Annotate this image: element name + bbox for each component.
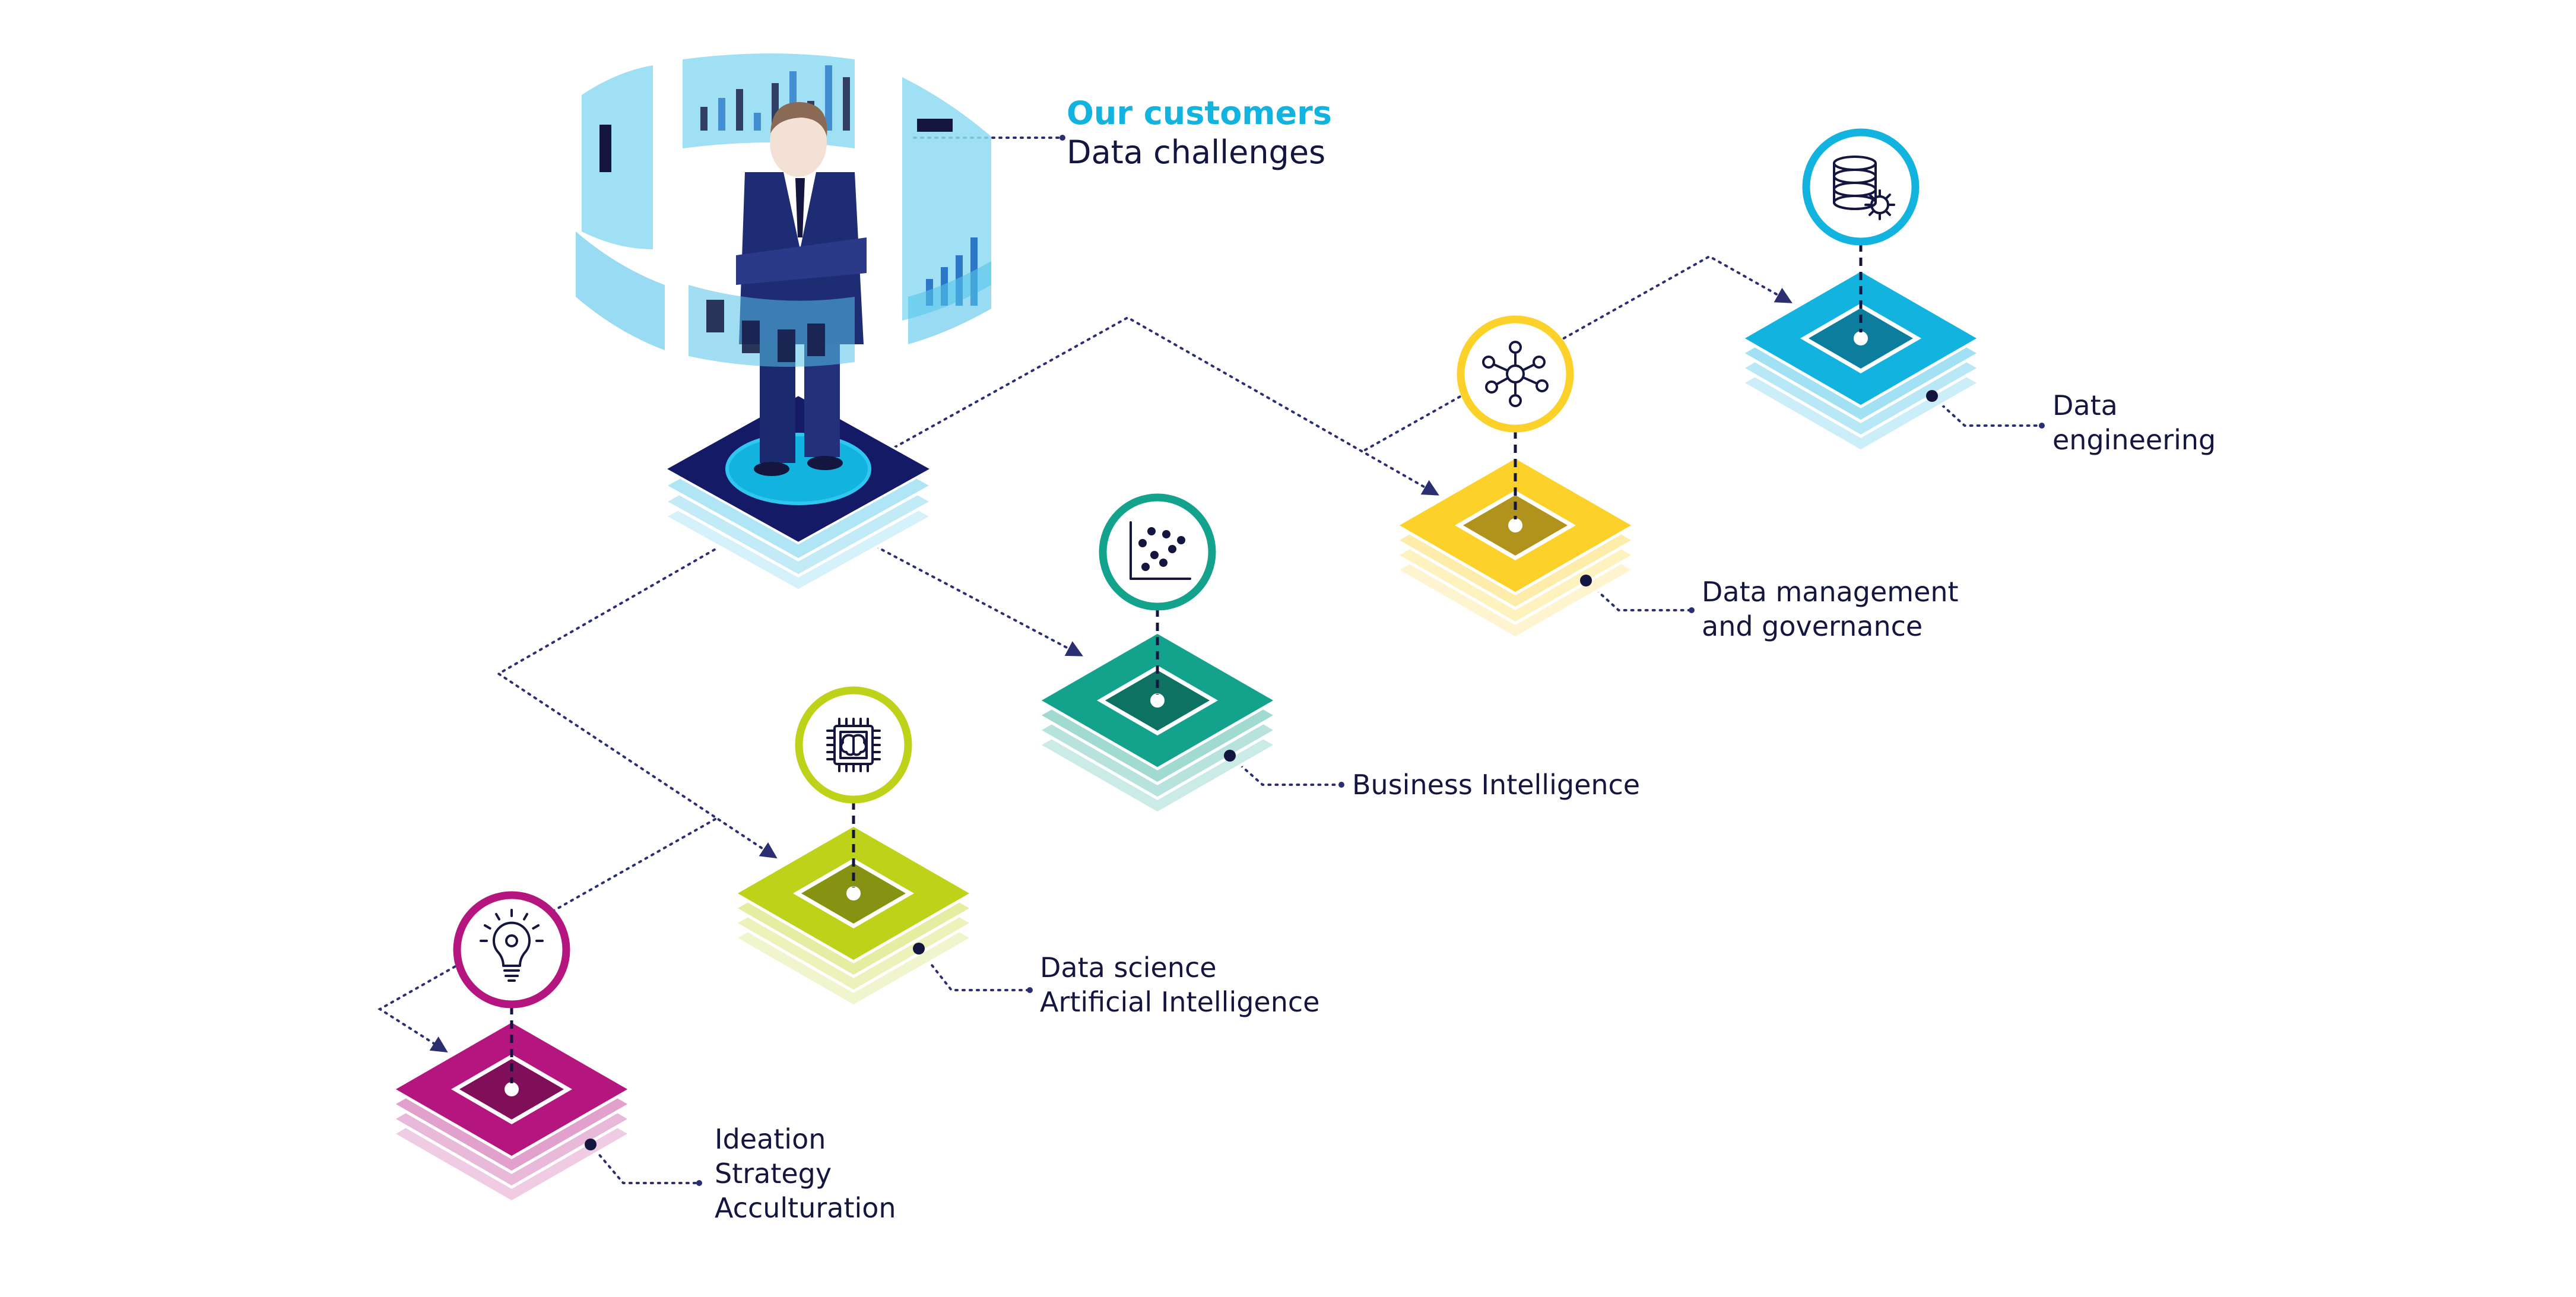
connector-to-ideation	[377, 818, 716, 1053]
man-hair	[770, 102, 827, 137]
label-line: Data	[2052, 389, 2118, 421]
header-subtitle: Data challenges	[1067, 134, 1326, 171]
label-line: and governance	[1702, 610, 1923, 642]
icon-circle	[1099, 493, 1216, 611]
node-data-management	[1393, 315, 1638, 640]
label-line: Business Intelligence	[1352, 769, 1641, 801]
label-data-science: Data science Artificial Intelligence	[1040, 950, 1319, 1019]
label-leader-line	[589, 1143, 700, 1184]
holo-panel-front-right	[908, 261, 991, 344]
label-line: Data management	[1702, 576, 1959, 608]
platform-side-dot	[1224, 750, 1236, 762]
connector-to-business-intelligence	[868, 542, 1083, 657]
platform-center-dot	[1854, 331, 1868, 345]
holo-bar	[843, 77, 850, 131]
man-arms	[736, 237, 867, 285]
leader-end-dot	[1338, 782, 1344, 788]
platform-nodes	[389, 128, 1983, 1204]
holo-panel-front-left	[576, 232, 665, 350]
customer-spot	[725, 433, 871, 505]
node-business-intelligence	[1035, 493, 1280, 815]
holo-bar	[917, 119, 953, 132]
label-line: Data science	[1040, 952, 1217, 984]
connector-to-data-science	[496, 538, 778, 859]
label-line: engineering	[2052, 424, 2216, 456]
node-ideation	[389, 891, 634, 1204]
platform-center-dot	[846, 886, 861, 900]
connector-to-data-engineering	[1364, 255, 1793, 451]
icon-circle	[453, 891, 570, 1009]
label-ideation: Ideation Strategy Acculturation	[715, 1122, 896, 1225]
scatter-chart-icon	[1130, 521, 1191, 580]
leader-end-dot	[1689, 607, 1695, 613]
man-tie	[795, 178, 805, 237]
platform-center-dot	[1508, 518, 1522, 532]
holo-panel-right	[902, 77, 991, 321]
leader-end-dot	[696, 1180, 702, 1186]
label-line: Artificial Intelligence	[1040, 986, 1320, 1018]
label-line: Strategy	[715, 1158, 832, 1190]
header-leader-dot	[1059, 135, 1065, 141]
platform-side-dot	[585, 1139, 597, 1150]
holo-bar	[706, 300, 724, 332]
label-line: Ideation	[715, 1123, 826, 1155]
label-data-management: Data management and governance	[1702, 575, 1959, 643]
holo-bar	[778, 329, 795, 362]
lightbulb-icon	[480, 909, 544, 982]
holo-bar	[599, 125, 611, 172]
icon-circle	[1457, 315, 1574, 433]
label-business-intelligence: Business Intelligence	[1352, 768, 1640, 802]
holo-bar	[700, 107, 708, 131]
customer-figure	[576, 53, 991, 592]
holo-bar	[754, 113, 761, 131]
man-head	[770, 108, 827, 177]
label-leader-line	[1931, 395, 2043, 427]
platform-side-dot	[913, 943, 925, 954]
holo-bar	[742, 321, 760, 353]
leader-end-dot	[1027, 987, 1033, 993]
platform-center-dot	[1150, 693, 1165, 708]
header-title: Our customers	[1067, 94, 1332, 132]
network-icon	[1482, 341, 1549, 407]
man-shoe	[754, 462, 789, 476]
platform-center-dot	[505, 1082, 519, 1096]
label-line: Acculturation	[715, 1192, 896, 1224]
platform-side-dot	[1926, 390, 1938, 402]
ai-chip-icon	[826, 718, 881, 772]
platform-side-dot	[1580, 575, 1592, 586]
holo-panel-left	[582, 65, 653, 249]
leader-end-dot	[2039, 423, 2045, 429]
icon-circle	[1802, 128, 1920, 246]
node-data-science	[731, 686, 976, 1008]
holo-bar	[825, 65, 832, 131]
man-shoe	[807, 456, 843, 470]
node-data-engineering	[1739, 128, 1983, 453]
holo-bar	[736, 89, 743, 131]
label-data-engineering: Data engineering	[2052, 388, 2216, 457]
database-gear-icon	[1833, 156, 1895, 220]
holo-bar	[718, 98, 725, 131]
holo-bar	[807, 324, 825, 356]
